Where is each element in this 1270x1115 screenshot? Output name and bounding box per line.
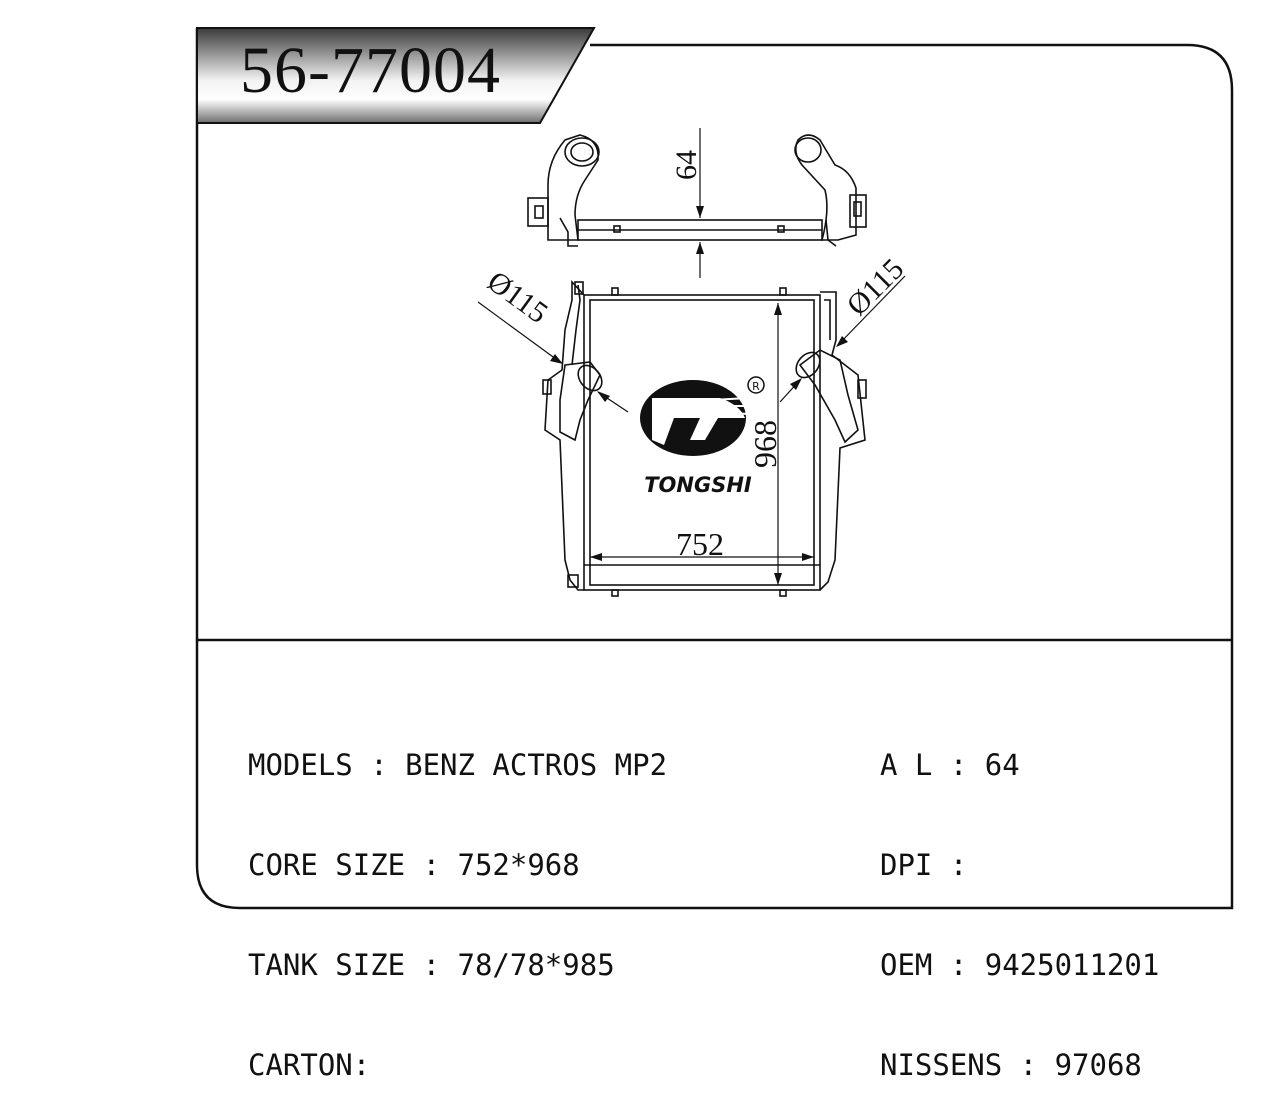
registered-mark: R [752, 380, 760, 393]
spec-tank-size: TANK SIZE : 78/78*985 [248, 947, 615, 982]
model-code-title: 56-77004 [240, 34, 501, 107]
spec-oem: OEM : 9425011201 [880, 947, 1160, 982]
title-banner [196, 27, 596, 124]
dim-width-label: 752 [676, 526, 724, 562]
registered-mark-icon [747, 376, 765, 394]
dim-left-diameter-label: Ø115 [481, 265, 553, 330]
dim-height-label: 968 [747, 420, 783, 468]
outer-border [195, 28, 1234, 910]
spec-nissens: NISSENS : 97068 [880, 1047, 1142, 1082]
specs-right-column: A L : 64 DPI : OEM : 9425011201 NISSENS … [880, 686, 1159, 1115]
brand-name: TONGSHI [644, 473, 752, 497]
spec-core-size: CORE SIZE : 752*968 [248, 847, 580, 882]
tongshi-logo: R TONGSHI [640, 376, 765, 497]
front-view-drawing [477, 275, 906, 597]
top-view-drawing [527, 128, 867, 278]
specs-left-column: MODELS : BENZ ACTROS MP2 CORE SIZE : 752… [248, 686, 667, 1115]
spec-models: MODELS : BENZ ACTROS MP2 [248, 747, 668, 782]
spec-carton: CARTON: [248, 1047, 371, 1082]
dim-right-diameter-label: Ø115 [840, 252, 910, 322]
spec-al: A L : 64 [880, 747, 1020, 782]
dim-top-label: 64 [670, 150, 703, 180]
spec-sheet-frame: 64 Ø115 Ø115 968 752 R TONGSHI [195, 27, 1234, 910]
spec-dpi: DPI : [880, 847, 968, 882]
